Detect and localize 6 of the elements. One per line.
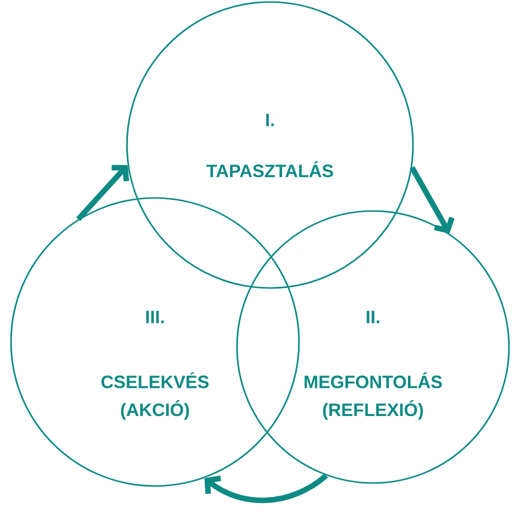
circle-node: II. MEGFONTOLÁS (REFLEXIÓ): [236, 210, 510, 484]
arrow: [204, 473, 328, 503]
circle-node: I. TAPASZTALÁS: [126, 1, 414, 289]
arrow: [76, 164, 130, 222]
circle-node: III. CSELEKVÉS (AKCIÓ): [10, 197, 300, 487]
arrow: [410, 166, 455, 234]
